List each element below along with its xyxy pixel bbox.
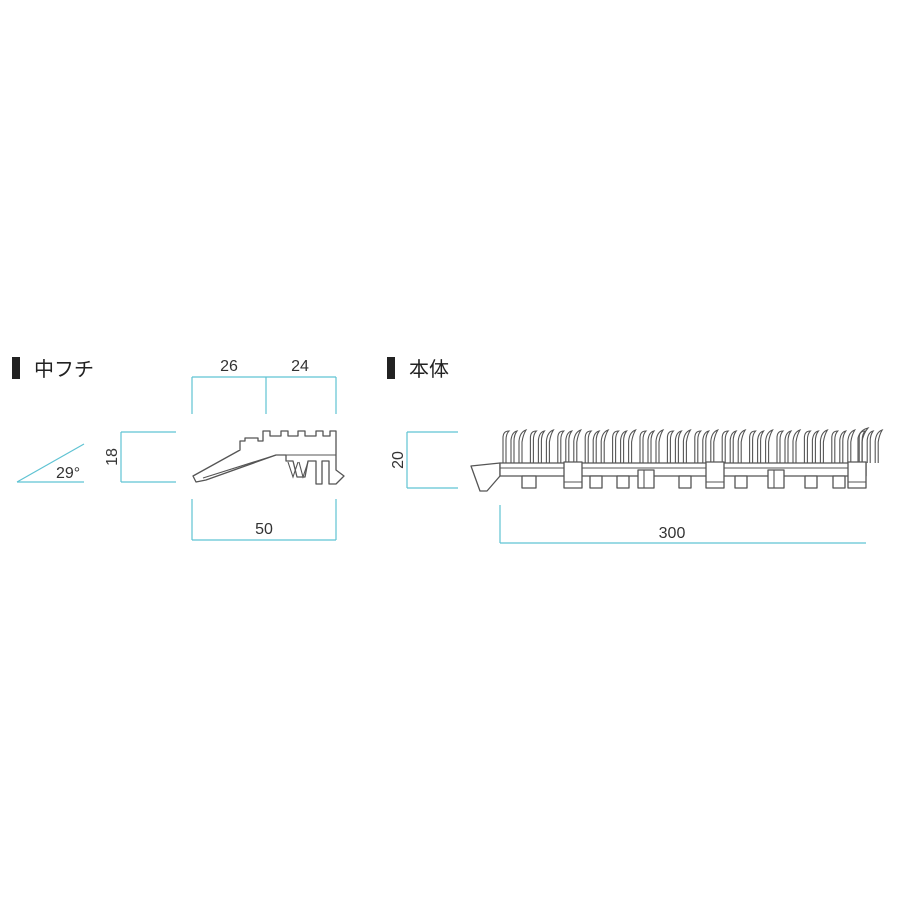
body-height-dimension: 20 [390,431,458,489]
edge-top-right-label: 24 [291,358,309,375]
bristle-tuft [584,430,593,463]
bristle-tuft [839,430,848,463]
bristle-tuft [721,430,730,463]
mat-base [499,462,867,477]
bristle-tuft [857,427,870,463]
angle-indicator: 29° [16,443,85,483]
bristle-tuft [529,430,538,463]
bristle-tuft [600,429,610,463]
body-width-dimension: 300 [499,505,866,544]
edge-top-left-label: 26 [220,358,238,375]
bristle-tuft [502,430,511,463]
bristle-tuft [628,429,637,463]
mat-foot [678,475,692,489]
edge-top-dimensions: 26 24 [191,358,337,414]
bristle-tuft [819,429,829,463]
edge-bottom-dimension: 50 [191,499,337,541]
mat-left-taper [470,462,501,492]
bristle-tuft [518,429,528,463]
edge-section: 中フチ 29° 18 26 24 50 [12,357,345,541]
mat-foot [832,475,846,489]
edge-heading: 中フチ [34,357,94,381]
bristle-tuft [784,430,793,463]
bristle-tuft [545,429,555,463]
bristle-tuft [592,430,601,463]
bristle-tuft [639,430,648,463]
bristle-tuft [702,430,711,463]
bristle-tuft [749,430,757,463]
body-section: 本体 20 300 [387,357,884,544]
bristle-tuft [776,430,785,463]
bristle-tuft [803,430,812,463]
bristle-tuft [874,429,884,463]
bristle-tuft [729,430,738,463]
bristle-tuft [647,430,656,463]
mat-foot [804,475,818,489]
edge-height-dimension: 18 [104,431,176,483]
mat-foot [847,461,867,489]
bristle-tuft [757,430,765,463]
edge-bottom-label: 50 [255,521,273,538]
bristle-tuft [682,429,692,463]
mat-foot [563,461,583,489]
bristle-tuft [565,430,574,463]
bristle-tuft [694,430,703,463]
body-height-label: 20 [390,451,407,469]
mat-foot [637,469,655,489]
edge-profile [192,430,345,485]
bristle-tuft [666,430,675,463]
bristle-tuft [612,430,620,463]
bristle-tuft [866,430,875,463]
bristle-tuft [510,430,519,463]
body-width-label: 300 [659,525,686,542]
bristle-tuft [557,430,566,463]
mat-profile [470,427,884,492]
bristle-tuft [573,429,583,463]
body-heading: 本体 [409,357,449,381]
bristle-tuft [620,430,628,463]
bristle-tuft [831,430,840,463]
edge-heading-marker [12,357,20,379]
bristle-tuft [847,429,857,463]
mat-foot [734,475,748,489]
edge-height-label: 18 [104,448,121,466]
bristle-tuft [811,430,820,463]
bristle-tuft [792,429,802,463]
mat-foot [521,475,537,489]
bristle-tuft [765,429,774,463]
mat-foot [589,475,603,489]
bristle-tuft [537,430,546,463]
mat-foot [616,475,630,489]
mat-foot [767,469,785,489]
bristle-tuft [674,430,683,463]
bristle-tuft [655,429,665,463]
body-heading-marker [387,357,395,379]
mat-foot [705,461,725,489]
angle-label: 29° [56,465,80,482]
bristle-tuft [710,429,720,463]
bristle-tuft [737,429,747,463]
